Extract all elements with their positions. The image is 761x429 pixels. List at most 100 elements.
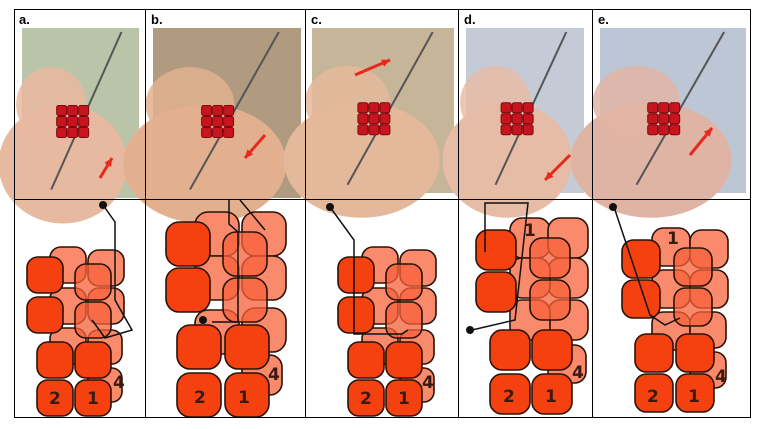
back-bead [529,237,571,279]
bead-number: 1 [545,387,557,407]
front-bead [36,379,74,417]
bead [500,113,512,125]
back-bead [74,301,112,339]
front-bead [385,341,423,379]
arrowhead-icon [609,203,617,211]
direction-arrow [688,127,714,156]
bead [201,127,213,138]
front-bead [176,324,222,370]
front-bead [489,373,531,415]
bead [368,113,380,125]
bead [212,127,224,138]
front-bead [621,239,661,279]
bead [357,124,369,136]
bead [357,102,369,114]
bead-number: 4 [572,363,584,383]
back-bead [385,301,423,339]
figure-border [14,9,751,418]
front-bead [531,329,573,371]
front-bead [74,379,112,417]
back-bead [222,231,268,277]
back-bead [74,263,112,301]
bead [223,116,235,127]
bead [78,116,90,127]
front-bead [347,379,385,417]
bead [647,102,659,114]
thread-path [91,204,134,339]
bead [357,113,369,125]
bead [223,105,235,116]
front-bead [74,341,112,379]
direction-arrow [98,157,114,179]
front-bead [675,373,715,413]
needle [189,31,280,190]
bead-number: 1 [398,389,410,409]
front-bead [489,329,531,371]
bead [379,102,391,114]
bead [500,124,512,136]
bead [368,102,380,114]
front-bead [475,271,517,313]
arrowhead-icon [466,326,474,334]
arrowhead-icon [199,316,207,324]
front-bead [675,333,715,373]
bead [658,102,670,114]
bead [368,124,380,136]
bead-number: 1 [667,229,679,249]
front-bead [224,324,270,370]
bead [669,102,681,114]
front-bead [385,379,423,417]
thread-path [471,202,529,331]
front-bead [347,341,385,379]
panel-label-c: c. [311,12,322,27]
front-bead [26,296,64,334]
bead [647,124,659,136]
bead [56,127,68,138]
back-bead [222,277,268,323]
panel-label-e: e. [598,12,609,27]
bead [658,113,670,125]
bead [67,105,79,116]
thread-path [329,206,409,335]
bead [56,116,68,127]
back-bead [673,247,713,287]
needle [635,31,725,186]
bead [500,102,512,114]
bead-number: 2 [503,387,515,407]
panel-label-d: d. [464,12,476,27]
bead [379,124,391,136]
direction-arrow [243,134,267,159]
bead [379,113,391,125]
bead [522,124,534,136]
panel-label-b: b. [151,12,163,27]
bead [67,116,79,127]
step-photo [570,28,746,218]
direction-arrow [354,58,391,77]
bead-number: 1 [524,221,536,241]
bead [78,105,90,116]
bead [78,127,90,138]
back-bead [673,287,713,327]
direction-arrow [543,153,572,182]
bead-number: 1 [688,387,700,407]
front-bead [26,256,64,294]
bead [212,116,224,127]
front-bead [165,221,211,267]
step-photo [283,28,454,218]
bead [201,116,213,127]
bead [511,113,523,125]
bead-number: 2 [360,389,372,409]
bead-number: 4 [113,373,125,393]
bead [511,102,523,114]
bead [647,113,659,125]
bead [201,105,213,116]
bead [669,113,681,125]
bead-number: 2 [49,389,61,409]
bead [658,124,670,136]
